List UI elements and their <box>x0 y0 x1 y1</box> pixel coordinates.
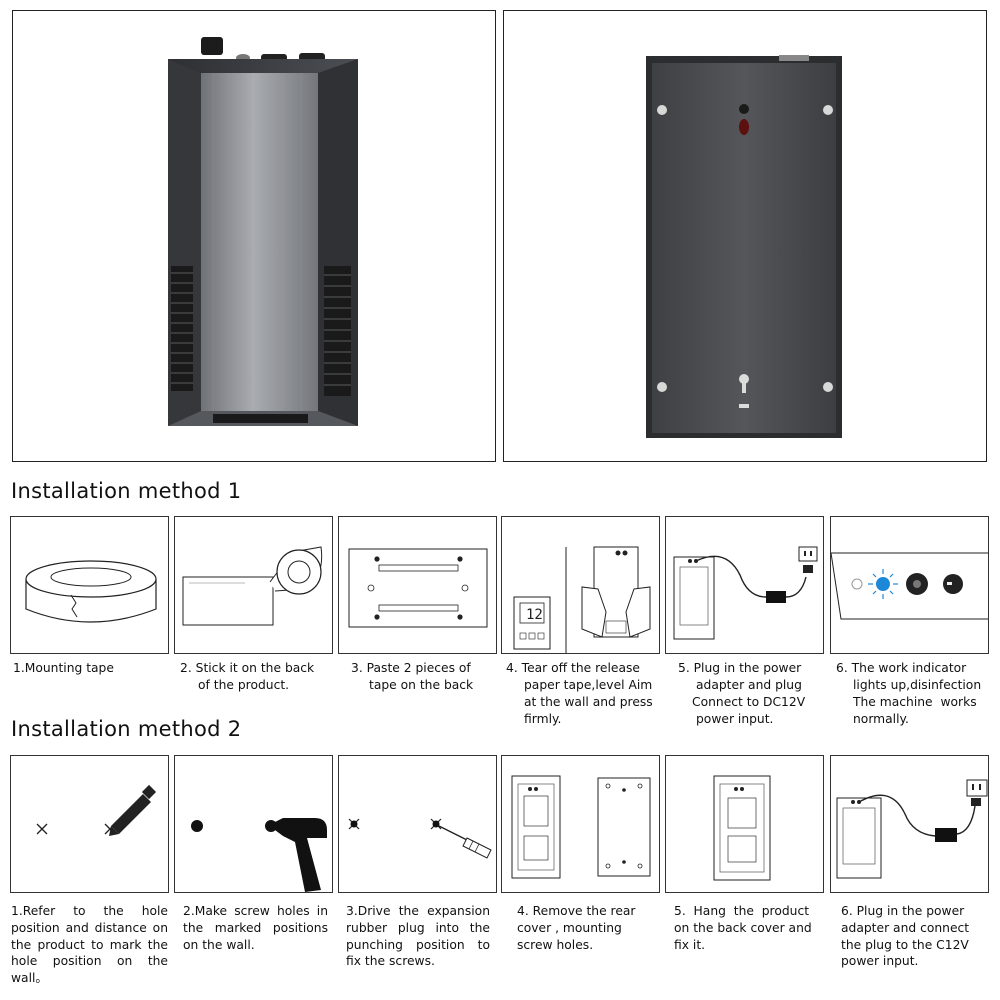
step1-caption: 1.Mounting tape <box>13 661 114 675</box>
hands-press-icon: 12 <box>513 546 651 653</box>
step3-image-paste-tape <box>338 516 497 654</box>
step2-caption: 2. Stick it on the back of the product. <box>180 661 315 692</box>
step5-image-plug-adapter <box>665 516 824 654</box>
hang-product-icon <box>713 775 771 881</box>
step6-image-plug-power <box>830 755 989 893</box>
step3-image-screwdriver <box>338 755 497 893</box>
m2-step2-caption: 2.Make screw holes in the marked positio… <box>183 904 328 952</box>
paste-tape-icon <box>348 548 488 628</box>
display-digit: 12 <box>526 607 543 623</box>
step5-image-hang-product <box>665 755 824 893</box>
rear-cover-icon <box>511 775 651 879</box>
indicator-light-icon <box>831 552 988 620</box>
step2-image-drill <box>174 755 333 893</box>
power-adapter-icon <box>673 546 818 640</box>
tape-roll-icon <box>25 560 157 623</box>
m2-step3-caption: 3.Drive the expansion rubber plug into t… <box>346 904 490 969</box>
step6-image-indicator <box>830 516 989 654</box>
heading-method-2: Installation method 2 <box>11 717 242 741</box>
product-back-image <box>646 55 842 438</box>
power-plug-icon <box>836 779 988 879</box>
step5-caption: 5. Plug in the power adapter and plug Co… <box>678 661 806 726</box>
pencil-mark-icon <box>36 784 157 836</box>
step4-caption: 4. Tear off the release paper tape,level… <box>506 661 653 726</box>
m2-step5-caption: 5. Hang the product on the back cover an… <box>674 904 816 952</box>
step4-image-remove-cover <box>501 755 660 893</box>
step6-caption: 6. The work indicator lights up,disinfec… <box>836 661 982 726</box>
step1-image-mounting-tape <box>10 516 169 654</box>
screwdriver-icon <box>348 818 492 859</box>
m2-step1-caption: 1.Refer to the hole position and distanc… <box>11 904 168 986</box>
heading-method-1: Installation method 1 <box>11 479 242 503</box>
stick-tape-icon <box>182 546 323 626</box>
m2-step6-caption: 6. Plug in the power adapter and connect… <box>841 904 970 969</box>
step1-image-mark-hole <box>10 755 169 893</box>
product-front-photo <box>12 10 496 462</box>
step4-image-press-firmly: 12 <box>501 516 660 654</box>
step3-caption: 3. Paste 2 pieces of tape on the back <box>351 661 474 692</box>
step2-image-stick-tape <box>174 516 333 654</box>
product-back-photo <box>503 10 987 462</box>
drill-icon <box>191 818 327 892</box>
knob-icon <box>201 37 223 55</box>
m2-step4-caption: 4. Remove the rear cover , mounting scre… <box>517 904 636 952</box>
product-front-image <box>168 37 358 426</box>
